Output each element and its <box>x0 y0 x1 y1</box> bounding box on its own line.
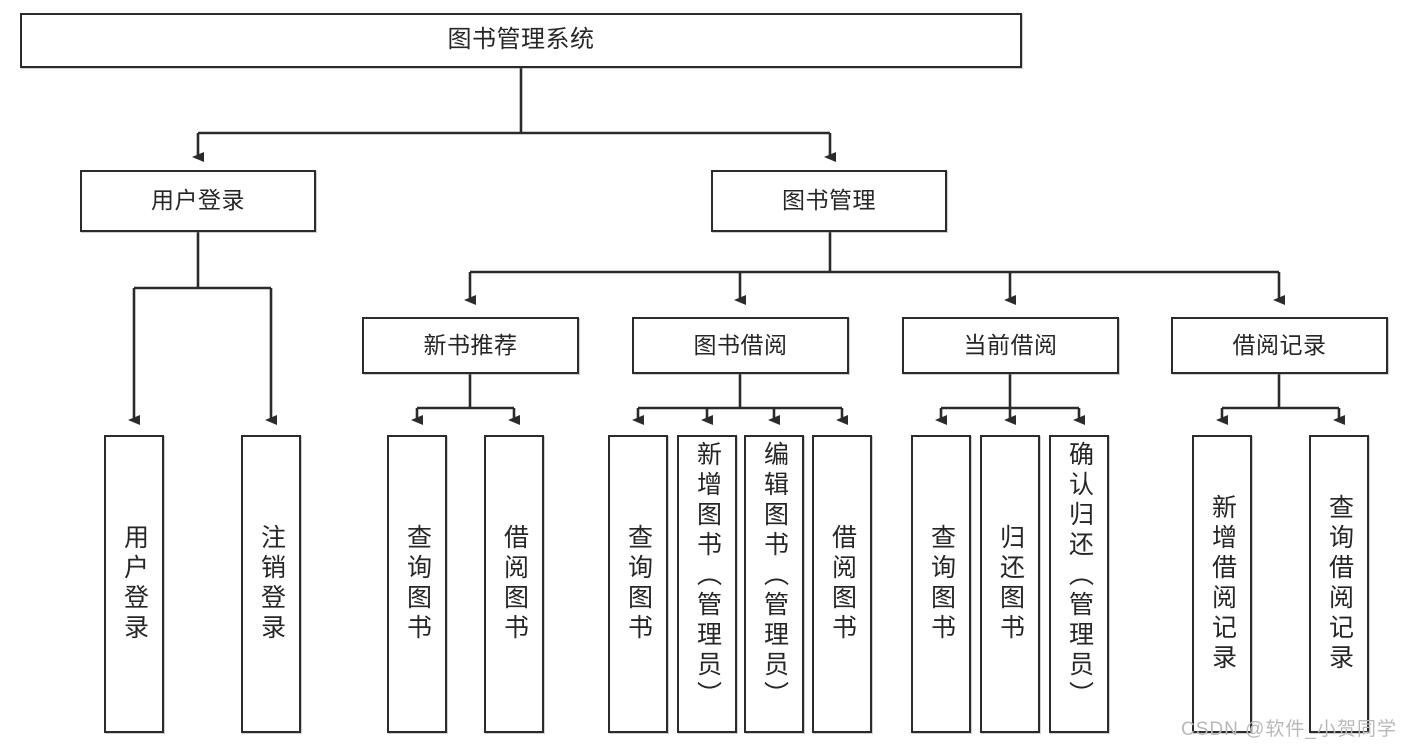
node-book-management[interactable]: 图书管理 <box>711 170 947 232</box>
node-label: 查询图书 <box>403 524 432 644</box>
leaf-query-borrow-record[interactable]: 查询借阅记录 <box>1309 435 1369 733</box>
leaf-borrow-book-new[interactable]: 借阅图书 <box>484 435 544 733</box>
node-label: 借阅图书 <box>828 524 857 644</box>
leaf-edit-book-admin[interactable]: 编辑图书（管理员） <box>744 435 804 733</box>
leaf-query-book-new[interactable]: 查询图书 <box>387 435 447 733</box>
node-label: 图书管理系统 <box>447 26 595 54</box>
leaf-borrow-book[interactable]: 借阅图书 <box>812 435 872 733</box>
node-user-login[interactable]: 用户登录 <box>80 170 316 232</box>
leaf-confirm-return-admin[interactable]: 确认归还（管理员） <box>1049 435 1109 733</box>
node-label: 确认归还（管理员） <box>1065 441 1094 711</box>
node-label: 编辑图书（管理员） <box>760 441 789 711</box>
node-root-book-management-system[interactable]: 图书管理系统 <box>20 13 1022 68</box>
node-label: 新增借阅记录 <box>1208 494 1237 674</box>
node-label: 图书管理 <box>782 187 876 214</box>
node-label: 借阅记录 <box>1232 331 1327 358</box>
node-label: 借阅图书 <box>500 524 529 644</box>
node-label: 用户登录 <box>120 524 149 644</box>
leaf-logout[interactable]: 注销登录 <box>241 435 301 733</box>
node-label: 图书借阅 <box>693 331 788 358</box>
node-new-book-recommendation[interactable]: 新书推荐 <box>362 317 579 374</box>
leaf-add-borrow-record[interactable]: 新增借阅记录 <box>1192 435 1252 733</box>
leaf-query-book-borrow[interactable]: 查询图书 <box>608 435 668 733</box>
node-label: 当前借阅 <box>963 331 1058 358</box>
node-label: 新增图书（管理员） <box>693 441 722 711</box>
node-label: 查询借阅记录 <box>1325 494 1354 674</box>
leaf-query-book-current[interactable]: 查询图书 <box>911 435 971 733</box>
node-borrow-record[interactable]: 借阅记录 <box>1171 317 1388 374</box>
leaf-add-book-admin[interactable]: 新增图书（管理员） <box>677 435 737 733</box>
node-book-borrow[interactable]: 图书借阅 <box>632 317 849 374</box>
node-label: 查询图书 <box>624 524 653 644</box>
node-label: 查询图书 <box>927 524 956 644</box>
node-label: 归还图书 <box>996 524 1025 644</box>
watermark-text: CSDN @软件_小贺同学 <box>1181 719 1397 740</box>
leaf-user-login[interactable]: 用户登录 <box>104 435 164 733</box>
node-label: 注销登录 <box>257 524 286 644</box>
node-label: 新书推荐 <box>423 331 518 358</box>
node-current-borrow[interactable]: 当前借阅 <box>902 317 1119 374</box>
node-label: 用户登录 <box>151 187 245 214</box>
leaf-return-book[interactable]: 归还图书 <box>980 435 1040 733</box>
